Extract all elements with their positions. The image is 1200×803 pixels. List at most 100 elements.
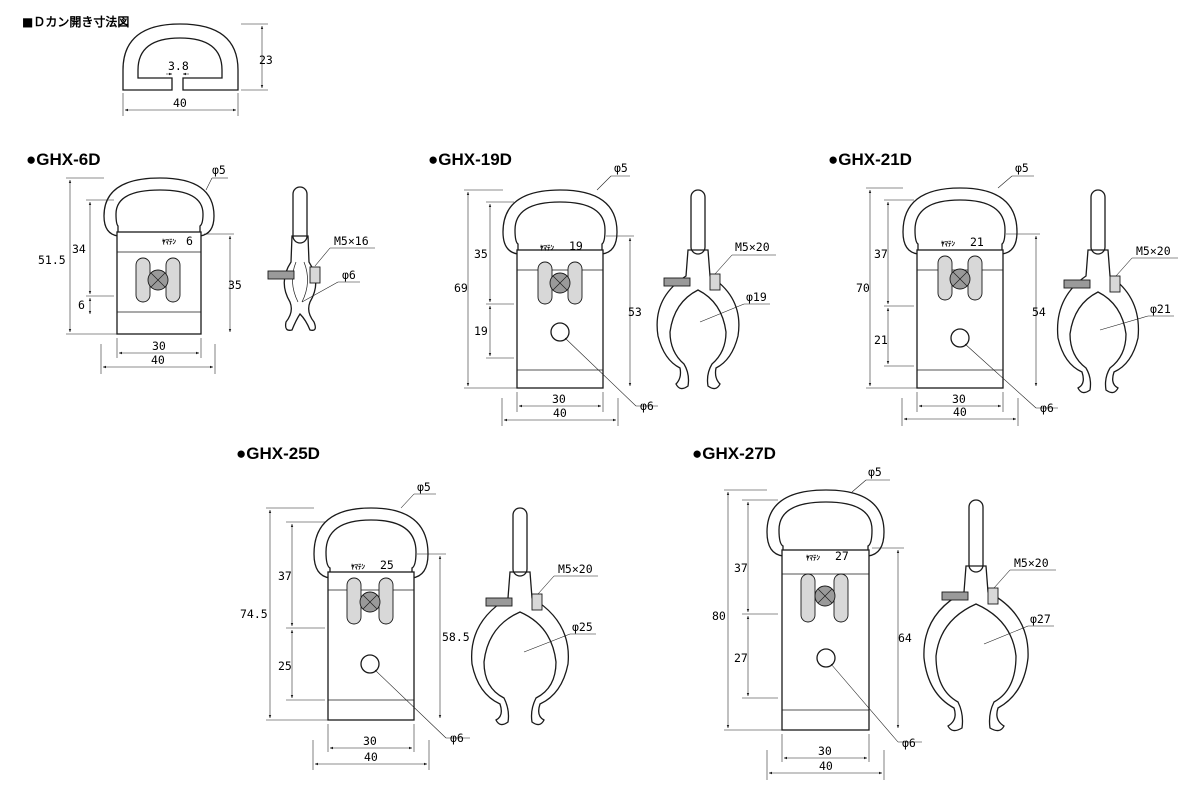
inner-width-label: 30: [152, 339, 166, 353]
d-ring: [103, 177, 215, 237]
lower-dim-label: 27: [734, 651, 748, 665]
product-ghx-21d: ●GHX-21D ﾔﾏﾃﾝ 21 φ5 70 37 21 54: [828, 150, 1178, 426]
body-height-label: 53: [628, 305, 642, 319]
size-mark: 21: [970, 235, 984, 249]
hanger-loop: [512, 507, 528, 577]
upper-dim-label: 35: [474, 247, 488, 261]
nut: [309, 266, 321, 284]
dring-outline: [122, 23, 239, 91]
lower-dim-label: 19: [474, 324, 488, 338]
product-ghx-27d: ●GHX-27D ﾔﾏﾃﾝ 27 φ5 80 37 27 64: [692, 444, 1056, 780]
brand-mark: ﾔﾏﾃﾝ: [350, 563, 365, 571]
brand-mark: ﾔﾏﾃﾝ: [940, 240, 955, 248]
bolt: [663, 277, 691, 287]
hole-dia-label: φ6: [450, 731, 464, 745]
front-view: ﾔﾏﾃﾝ 19: [502, 189, 618, 389]
brand-mark: ﾔﾏﾃﾝ: [805, 554, 820, 562]
dring-detail: 3.8 40 23: [122, 23, 273, 116]
side-view: [656, 189, 740, 390]
size-mark: 19: [569, 239, 583, 253]
bolt-spec-label: M5×20: [1014, 556, 1049, 570]
body-height-label: 54: [1032, 305, 1046, 319]
pipe-dia-label: φ21: [1150, 302, 1171, 316]
pipe-dia-label: φ19: [746, 290, 767, 304]
hanger-loop: [690, 189, 706, 255]
brand-mark: ﾔﾏﾃﾝ: [539, 244, 554, 252]
dring-gap-label: 3.8: [168, 59, 189, 73]
upper-dim-label: 37: [734, 561, 748, 575]
body-height-label: 64: [898, 631, 912, 645]
front-view: ﾔﾏﾃﾝ 27: [766, 489, 885, 731]
clamp-jaw: [283, 235, 317, 331]
slot-left: [346, 577, 362, 625]
inner-width-label: 30: [552, 392, 566, 406]
total-height-label: 69: [454, 281, 468, 295]
outer-width-label: 40: [819, 759, 833, 773]
product-title: ●GHX-6D: [26, 150, 101, 169]
total-height-label: 51.5: [38, 253, 66, 267]
upper-dim-label: 37: [874, 247, 888, 261]
hanger-loop: [1090, 189, 1106, 255]
slot-right: [833, 573, 849, 623]
mounting-hole: [360, 654, 380, 674]
d-ring: [766, 489, 885, 557]
total-height-label: 70: [856, 281, 870, 295]
hole-dia-label: φ6: [1040, 401, 1054, 415]
bolt-spec-label: M5×20: [735, 240, 770, 254]
clamp-jaw: [470, 571, 570, 726]
dring-width-label: 40: [173, 96, 187, 110]
nut: [987, 587, 999, 605]
slot-left: [800, 573, 816, 623]
nut: [531, 593, 543, 611]
outer-width-label: 40: [953, 405, 967, 419]
d-ring: [313, 507, 429, 579]
product-title: ●GHX-21D: [828, 150, 912, 169]
d-ring: [902, 187, 1018, 255]
inner-width-label: 30: [363, 734, 377, 748]
d-ring: [502, 189, 618, 255]
side-view: [923, 499, 1029, 732]
outer-width-label: 40: [151, 353, 165, 367]
hanger-loop: [292, 186, 308, 244]
bolt: [941, 591, 969, 601]
mounting-hole: [550, 322, 570, 342]
clamp-jaw: [656, 249, 740, 390]
front-view: ﾔﾏﾃﾝ 21: [902, 187, 1018, 389]
front-view: ﾔﾏﾃﾝ 25: [313, 507, 429, 721]
upper-dim-label: 37: [278, 569, 292, 583]
front-view: ﾔﾏﾃﾝ 6: [103, 177, 215, 335]
pipe-dia-label: φ25: [572, 620, 593, 634]
outer-width-label: 40: [364, 750, 378, 764]
pipe-dia-label: φ27: [1030, 612, 1051, 626]
product-title: ●GHX-27D: [692, 444, 776, 463]
upper-dim-label: 34: [72, 242, 86, 256]
outer-width-label: 40: [553, 406, 567, 420]
wire-dia-label: φ5: [868, 465, 882, 479]
bolt: [267, 270, 295, 280]
dring-height-label: 23: [259, 53, 273, 67]
bolt-spec-label: M5×20: [1136, 244, 1171, 258]
bolt-spec-label: M5×20: [558, 562, 593, 576]
hole-dia-label: φ6: [902, 736, 916, 750]
mounting-hole: [950, 328, 970, 348]
size-mark: 6: [186, 234, 193, 248]
nut: [1109, 275, 1121, 293]
pipe-dia-label: φ6: [342, 268, 356, 282]
product-ghx-6d: ●GHX-6D ﾔﾏﾃﾝ 6 φ5 51.5 34 6 35: [26, 150, 375, 374]
bolt: [1063, 279, 1091, 289]
clamp-jaw: [923, 565, 1029, 732]
brand-mark: ﾔﾏﾃﾝ: [161, 238, 176, 246]
inner-width-label: 30: [818, 744, 832, 758]
side-view: [470, 507, 570, 726]
clamp-body: [781, 549, 870, 731]
slot-right: [378, 577, 394, 625]
size-mark: 25: [380, 558, 394, 572]
lower-dim-label: 6: [78, 298, 85, 312]
wire-dia-label: φ5: [1015, 161, 1029, 175]
hanger-loop: [968, 499, 984, 573]
mounting-hole: [816, 648, 836, 668]
wire-dia-label: φ5: [212, 163, 226, 177]
section-heading: ■Ｄカン開き寸法図: [22, 14, 129, 29]
nut: [709, 273, 721, 291]
